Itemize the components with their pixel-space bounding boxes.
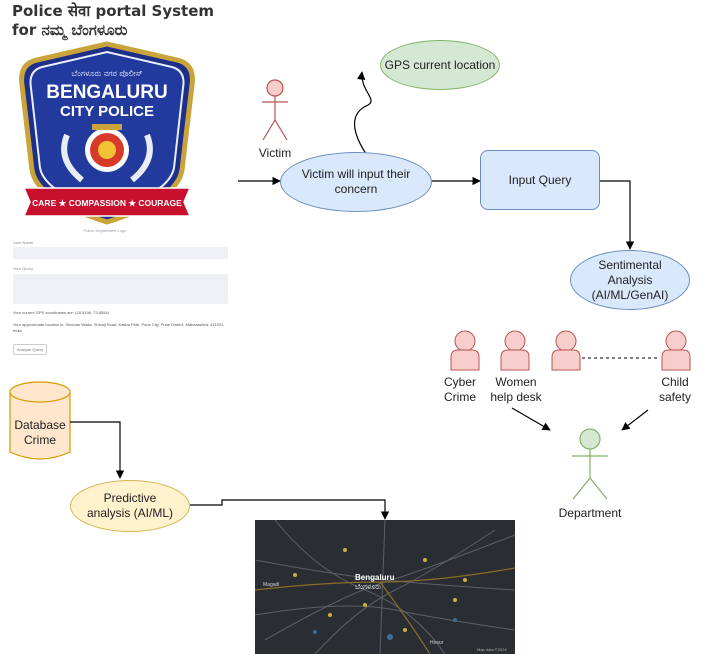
map-city-kn: ಬೆಂಗಳೂರು — [355, 583, 381, 591]
query-textarea[interactable] — [13, 274, 228, 304]
women-help-label: Women help desk — [490, 375, 542, 404]
name-input[interactable] — [13, 247, 228, 259]
edges — [70, 71, 649, 520]
police-badge-svg: ಬೆಂಗಳೂರು ನಗರ ಪೊಲೀಸ್ BENGALURU CITY POLIC… — [19, 41, 195, 225]
victim-input-node: Victim will input their concern — [280, 152, 432, 212]
database-label: Database Crime — [14, 418, 66, 447]
sentiment-analysis-text: Sentimental Analysis (AI/ML/GenAI) — [591, 257, 669, 302]
department-actor-icon — [572, 428, 608, 500]
name-label: User Name — [13, 240, 34, 245]
badge-line2: CITY POLICE — [60, 103, 154, 120]
police-badge-logo: ಬೆಂಗಳೂರು ನಗರ ಪೊಲೀಸ್ BENGALURU CITY POLIC… — [12, 40, 202, 225]
badge-top-text: ಬೆಂಗಳೂರು ನಗರ ಪೊಲೀಸ್ — [71, 69, 142, 78]
map-city-en: Bengaluru — [355, 573, 395, 582]
map-footer: Map data ©2024 — [477, 647, 507, 652]
badge-line1: BENGALURU — [46, 82, 167, 103]
database-cylinder-icon — [9, 381, 71, 460]
badge-caption: Police Department Logo — [83, 228, 127, 233]
input-query-node: Input Query — [480, 150, 600, 210]
predictive-analysis-text: Predictive analysis (AI/ML) — [86, 491, 174, 520]
bengaluru-map[interactable]: Bengaluru ಬೆಂಗಳೂರು Magadi Hosur Map data… — [255, 520, 515, 654]
victim-label: Victim — [258, 146, 292, 160]
victim-input-text: Victim will input their concern — [301, 167, 411, 196]
map-place-hosur: Hosur — [430, 640, 444, 646]
child-safety-user-icon — [661, 330, 691, 371]
location-text: Your approximate location is: Shivraar W… — [13, 322, 225, 333]
query-label: Your Query — [13, 266, 34, 271]
gps-location-text: GPS current location — [384, 57, 496, 72]
map-place-magadi: Magadi — [263, 582, 279, 588]
dashed-user-icon — [551, 330, 581, 371]
sentiment-analysis-node: Sentimental Analysis (AI/ML/GenAI) — [570, 250, 690, 310]
input-query-text: Input Query — [508, 173, 572, 187]
victim-actor-icon — [262, 79, 288, 141]
app-title: Police सेवा portal System for ನಮ್ಮ ಬೆಂಗಳ… — [12, 2, 215, 39]
analyze-query-button[interactable]: Analyze Query — [13, 344, 48, 355]
department-label: Department — [558, 506, 622, 520]
predictive-analysis-node: Predictive analysis (AI/ML) — [70, 480, 190, 532]
gps-coordinates-text: Your current GPS coordinates are: (18.51… — [13, 310, 109, 315]
cyber-crime-user-icon — [450, 330, 480, 371]
cyber-crime-label: Cyber Crime — [443, 375, 476, 404]
child-safety-label: Child safety — [658, 375, 691, 404]
badge-motto: CARE ★ COMPASSION ★ COURAGE — [32, 198, 182, 208]
gps-location-node: GPS current location — [380, 40, 500, 90]
women-help-user-icon — [500, 330, 530, 371]
map-roads-svg: Bengaluru ಬೆಂಗಳೂರು Magadi Hosur Map data… — [255, 520, 515, 654]
